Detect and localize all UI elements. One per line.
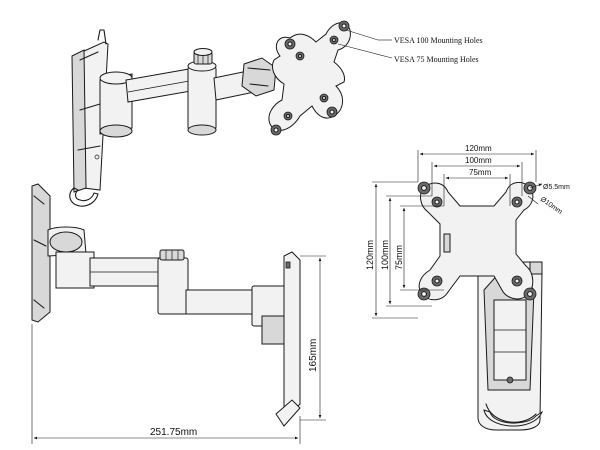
dim-width-100: 100mm — [431, 156, 523, 196]
hole-large-label: Ø10mm — [539, 196, 564, 216]
hole-small-label: Ø5.5mm — [543, 184, 570, 191]
side-middle-joint — [157, 249, 189, 315]
dim-width-120-label: 120mm — [465, 144, 492, 153]
front-view: 120mm 100mm 75mm 120mm 100mm — [365, 144, 570, 431]
vesa100-label: VESA 100 Mounting Holes — [394, 36, 483, 45]
dim-height-75-label: 75mm — [394, 245, 404, 270]
dim-165-label: 165mm — [308, 339, 319, 372]
dim-165: 165mm — [300, 255, 326, 421]
wall-pivot — [99, 71, 133, 138]
vesa100-leader — [345, 29, 379, 41]
middle-joint — [187, 48, 217, 136]
dim-height-75: 75mm — [394, 205, 444, 291]
dim-25175: 251.75mm — [31, 324, 301, 444]
side-arm-2 — [185, 289, 257, 315]
dim-width-120: 120mm — [417, 144, 537, 182]
front-vesa-plate — [417, 181, 537, 301]
front-bracket-body — [477, 261, 544, 431]
tilt-head — [241, 57, 277, 97]
dim-width-75-label: 75mm — [469, 168, 492, 177]
vesa75-leader — [337, 43, 393, 59]
dim-height-120: 120mm — [365, 181, 418, 319]
dim-height-120-label: 120mm — [365, 240, 375, 270]
dim-25175-label: 251.75mm — [150, 427, 197, 438]
plate-tab — [443, 233, 451, 253]
perspective-view: VESA 100 Mounting Holes VESA 75 Mounting… — [69, 20, 483, 207]
side-tilt-joint — [251, 285, 287, 345]
vesa75-label: VESA 75 Mounting Holes — [394, 55, 479, 64]
dim-height-100: 100mm — [380, 195, 432, 307]
dim-width-100-label: 100mm — [465, 156, 492, 165]
dim-height-100-label: 100mm — [380, 240, 390, 270]
vesa-plate-perspective — [268, 20, 351, 136]
dim-width-75: 75mm — [443, 168, 511, 206]
side-monitor-plate — [275, 251, 301, 427]
side-wall-pivot — [47, 226, 95, 289]
side-wall-plate — [31, 183, 51, 323]
side-view: 165mm 251.75mm — [31, 183, 326, 444]
